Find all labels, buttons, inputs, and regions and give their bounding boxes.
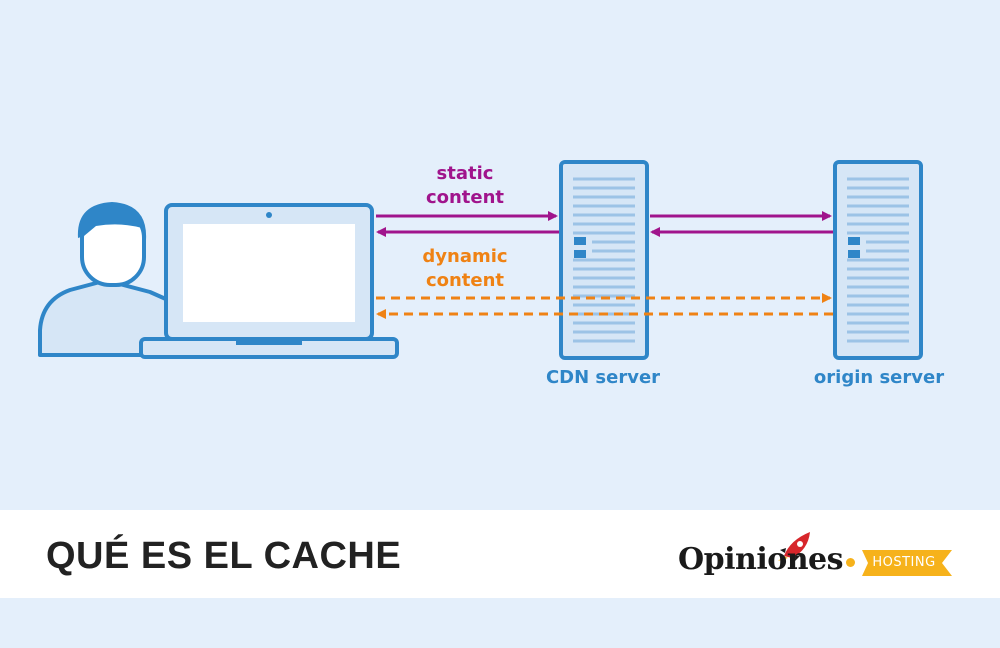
dynamic-content-label: dynamic content <box>390 245 540 293</box>
rocket-icon <box>778 532 810 562</box>
logo-wordmark: Opiniones <box>678 542 844 577</box>
origin-server-label: origin server <box>813 367 945 388</box>
dynamic-label-line1: dynamic <box>422 246 508 267</box>
static-label-line1: static <box>436 163 494 184</box>
hosting-ribbon-text: HOSTING <box>872 555 936 570</box>
dynamic-label-line2: content <box>425 270 505 291</box>
cdn-server-icon <box>559 160 649 360</box>
opiniones-hosting-logo[interactable]: Opiniones HOSTING <box>676 528 966 588</box>
user-icon <box>38 202 170 357</box>
static-content-label: static content <box>390 162 540 210</box>
origin-server-icon <box>833 160 923 360</box>
cdn-diagram <box>38 160 923 360</box>
static-label-line2: content <box>425 187 505 208</box>
logo-dot <box>846 558 855 567</box>
laptop-icon <box>139 203 399 359</box>
hosting-ribbon <box>862 550 952 576</box>
page-title: QUÉ ES EL CACHE <box>46 535 402 577</box>
cdn-server-label: CDN server <box>545 367 661 388</box>
title-banner: QUÉ ES EL CACHE Opiniones HOSTING <box>0 510 1000 598</box>
